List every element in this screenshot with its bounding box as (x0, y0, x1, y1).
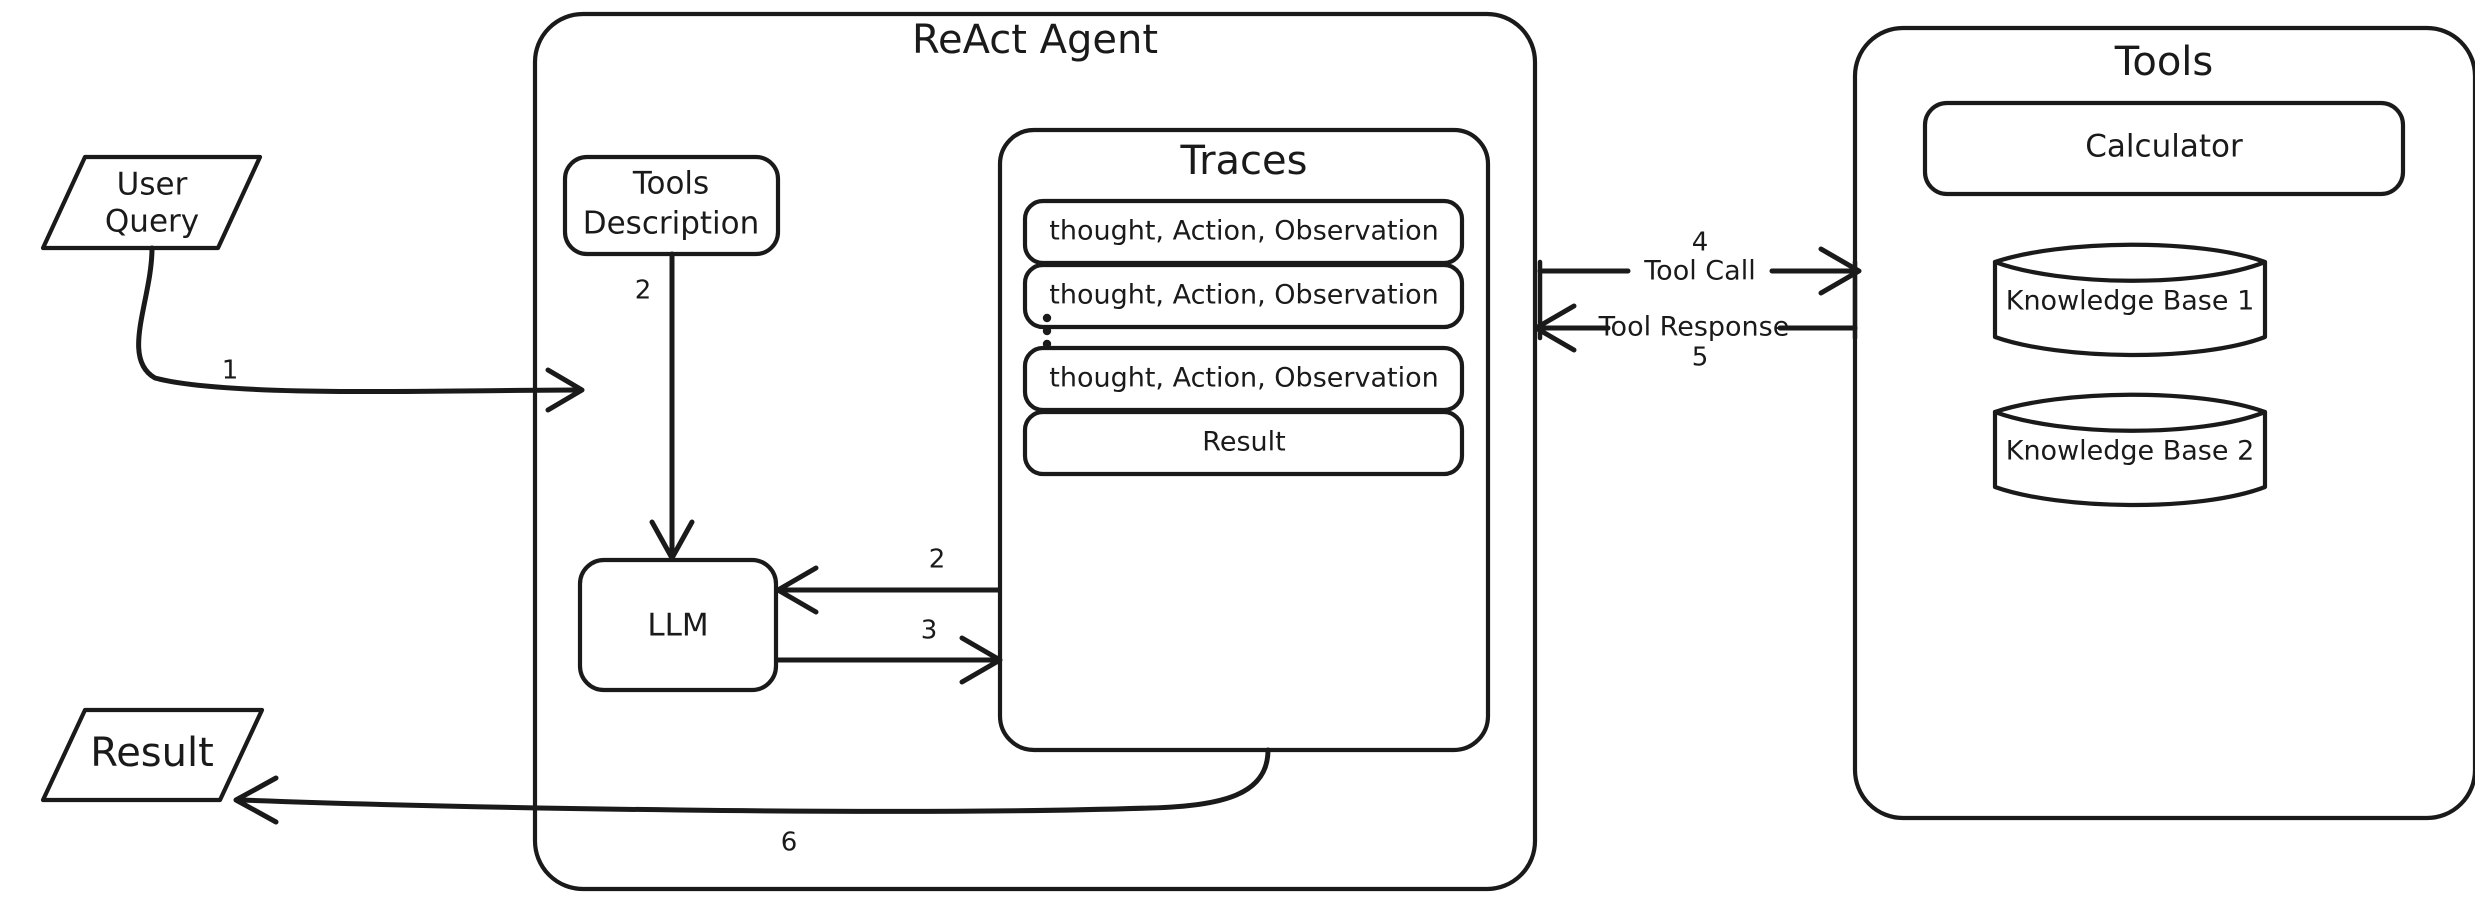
edge-1-arrowhead (545, 367, 585, 413)
edge-label-tool-call: Tool Call (1643, 256, 1755, 287)
knowledge-base-1-label: Knowledge Base 1 (2006, 286, 2255, 317)
knowledge-base-2-node[interactable] (1992, 392, 2268, 508)
edge-tool-call (1537, 246, 1862, 296)
result-node[interactable] (40, 707, 265, 803)
tools-description-label-line2: Description (583, 206, 760, 242)
knowledge-base-2-shape (1992, 392, 2268, 508)
edge-6-path (237, 747, 1271, 814)
trace-item-2-label: thought, Action, Observation (1049, 363, 1438, 394)
edge-5-arrowhead (1533, 303, 1577, 353)
traces-box (997, 127, 1491, 753)
calculator-label: Calculator (2085, 129, 2243, 165)
llm-box (577, 557, 779, 693)
user-query-label-line2: Query (105, 204, 199, 240)
calculator-box (1922, 100, 2406, 197)
edge-label-6: 6 (781, 828, 798, 858)
edge-6-arrowhead (233, 775, 279, 825)
user-query-shape (40, 154, 263, 251)
knowledge-base-1-node[interactable] (1992, 242, 2268, 358)
user-query-node[interactable] (40, 154, 263, 251)
edge-1-path (136, 245, 581, 395)
edge-user-query-to-llm (136, 245, 585, 413)
knowledge-base-1-top-ellipse (1992, 259, 2268, 283)
react-agent-container-box (532, 11, 1538, 892)
edge-tool-response (1533, 303, 1858, 353)
edge-llm-to-traces (775, 635, 1003, 685)
calculator-node[interactable] (1922, 100, 2406, 197)
tools-container (1852, 25, 2475, 821)
traces-node (997, 127, 1491, 753)
trace-result-item-box[interactable] (1022, 409, 1465, 477)
edge-3-arrowhead (959, 635, 1003, 685)
edge-label-2-traces: 2 (929, 545, 946, 575)
edge-traces-to-result (233, 747, 1271, 825)
edge-label-1: 1 (222, 356, 239, 386)
knowledge-base-1-shape (1992, 242, 2268, 358)
edge-4-arrowhead (1818, 246, 1862, 296)
trace-item-0-label: thought, Action, Observation (1049, 216, 1438, 247)
edge-2b-arrowhead (775, 565, 819, 615)
trace-item-1-box[interactable] (1022, 262, 1465, 330)
edge-traces-to-llm (775, 565, 1001, 615)
edge-label-2-tools-desc: 2 (635, 276, 652, 306)
knowledge-base-2-top-ellipse (1992, 409, 2268, 433)
edge-label-4-number: 4 (1692, 228, 1709, 258)
edge-2a-arrowhead (649, 519, 695, 561)
edge-label-3: 3 (921, 616, 938, 646)
tools-description-label-line1: Tools (632, 166, 709, 202)
result-label: Result (90, 730, 214, 776)
ellipsis-dot-1 (1042, 313, 1052, 323)
llm-node[interactable] (577, 557, 779, 693)
trace-result-item-label: Result (1202, 427, 1285, 458)
edge-tools-description-to-llm (649, 251, 695, 561)
tools-container-box (1852, 25, 2475, 821)
user-query-label-line1: User (117, 167, 188, 203)
edge-label-tool-response: Tool Response (1598, 312, 1790, 343)
trace-item-1-label: thought, Action, Observation (1049, 280, 1438, 311)
tools-title: Tools (2114, 39, 2214, 85)
llm-label: LLM (647, 608, 708, 644)
knowledge-base-2-label: Knowledge Base 2 (2006, 436, 2255, 467)
result-shape (40, 707, 265, 803)
edge-label-5-number: 5 (1692, 343, 1709, 373)
ellipsis-dot-2 (1042, 326, 1052, 336)
react-agent-title: ReAct Agent (912, 17, 1158, 63)
traces-title: Traces (1180, 138, 1308, 184)
ellipsis-dot-3 (1042, 339, 1052, 349)
react-agent-container (532, 11, 1538, 892)
trace-items (1022, 198, 1465, 477)
